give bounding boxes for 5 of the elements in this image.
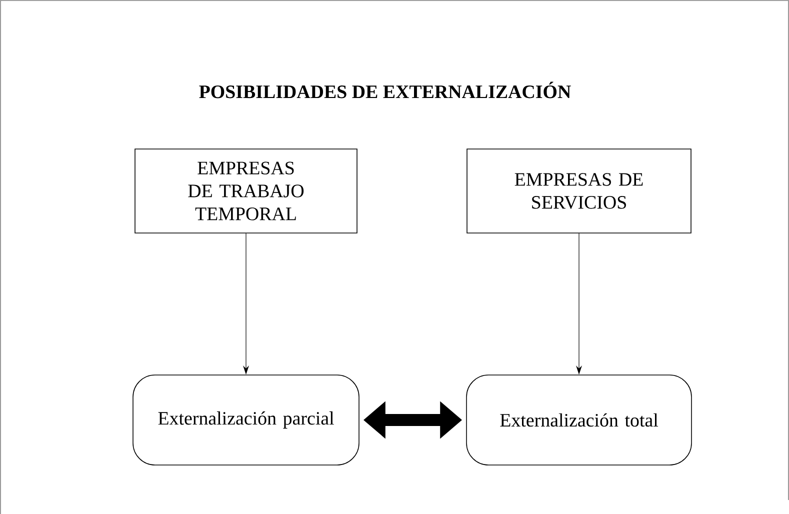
process-box: EMPRESAS DE SERVICIOS — [466, 148, 692, 234]
process-box: EMPRESAS DE TRABAJO TEMPORAL — [134, 148, 358, 234]
rounded-box: Externalización total — [466, 374, 692, 466]
rounded-box: Externalización parcial — [132, 374, 360, 466]
title: POSIBILIDADES DE EXTERNALIZACIÓN — [199, 82, 571, 98]
